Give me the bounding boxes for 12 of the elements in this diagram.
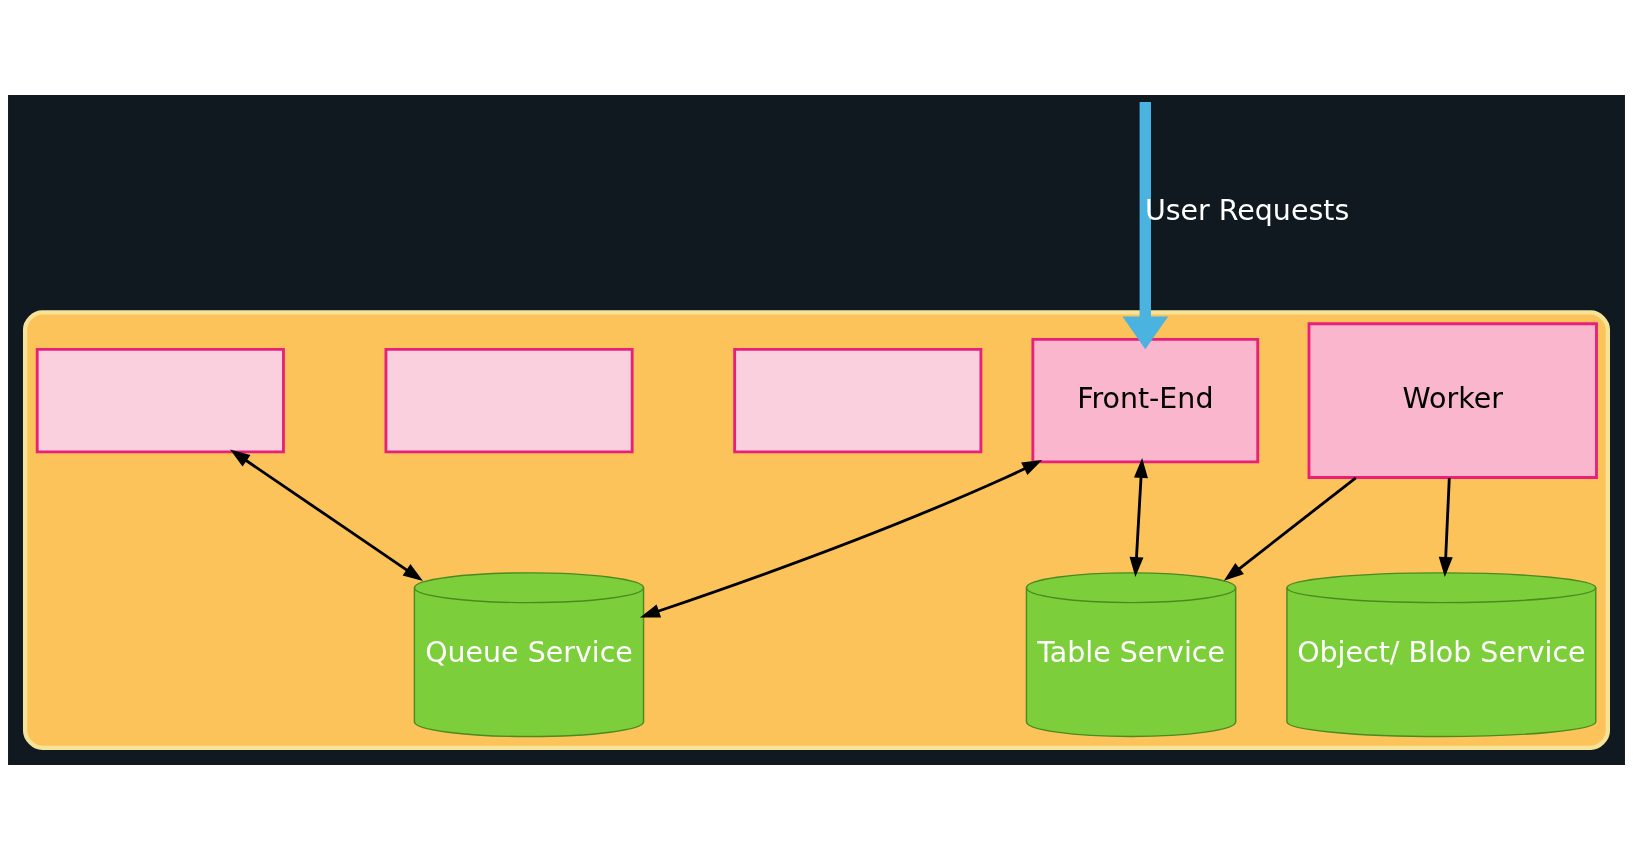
node-box <box>384 347 634 453</box>
arrow <box>1438 477 1453 577</box>
node-box <box>733 347 983 453</box>
cluster <box>23 309 1610 750</box>
arrow <box>639 459 1043 618</box>
arrow <box>1223 476 1357 581</box>
arrow <box>1129 457 1148 577</box>
node-box: Front-End <box>1031 337 1260 463</box>
node-box <box>35 347 285 453</box>
arrow <box>230 449 424 581</box>
arrow <box>1122 101 1169 349</box>
node-box: Worker <box>1307 321 1598 479</box>
